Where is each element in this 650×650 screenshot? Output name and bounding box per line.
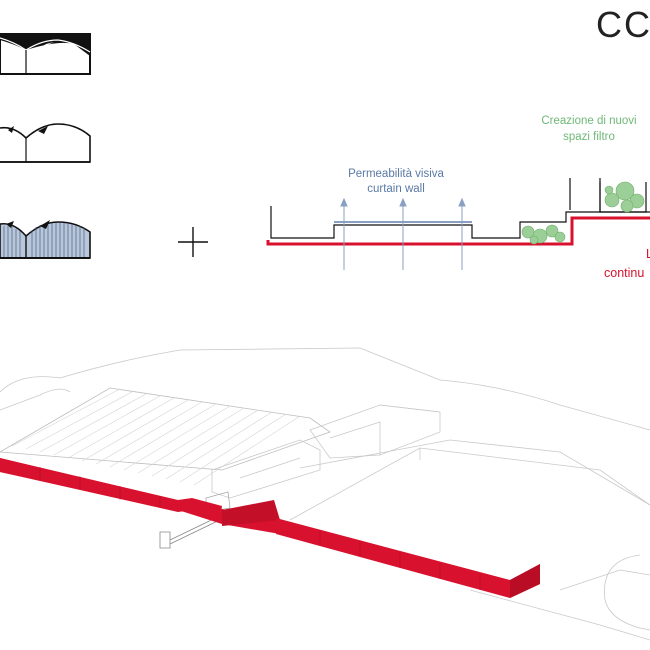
page-title: CC bbox=[596, 4, 650, 45]
continuity-label-line2: continu bbox=[604, 266, 644, 280]
continuity-band bbox=[0, 458, 540, 598]
permeability-label-line2: curtain wall bbox=[367, 183, 425, 195]
filter-label-line2: spazi filtro bbox=[563, 131, 615, 143]
filter-label-line1: Creazione di nuovi bbox=[541, 115, 636, 127]
filter-greenery-low bbox=[521, 224, 566, 245]
plus-icon bbox=[178, 227, 208, 257]
axonometric-view bbox=[0, 347, 650, 641]
roof-stage-1 bbox=[0, 33, 91, 75]
roof-stage-2 bbox=[0, 123, 91, 163]
filter-greenery-high bbox=[599, 181, 647, 213]
roof-stage-3 bbox=[0, 220, 91, 259]
section-diagram bbox=[266, 178, 650, 270]
continuity-label-line1: L bbox=[646, 247, 650, 261]
continuity-line bbox=[266, 216, 650, 246]
permeability-label-line1: Permeabilità visiva bbox=[348, 168, 444, 180]
